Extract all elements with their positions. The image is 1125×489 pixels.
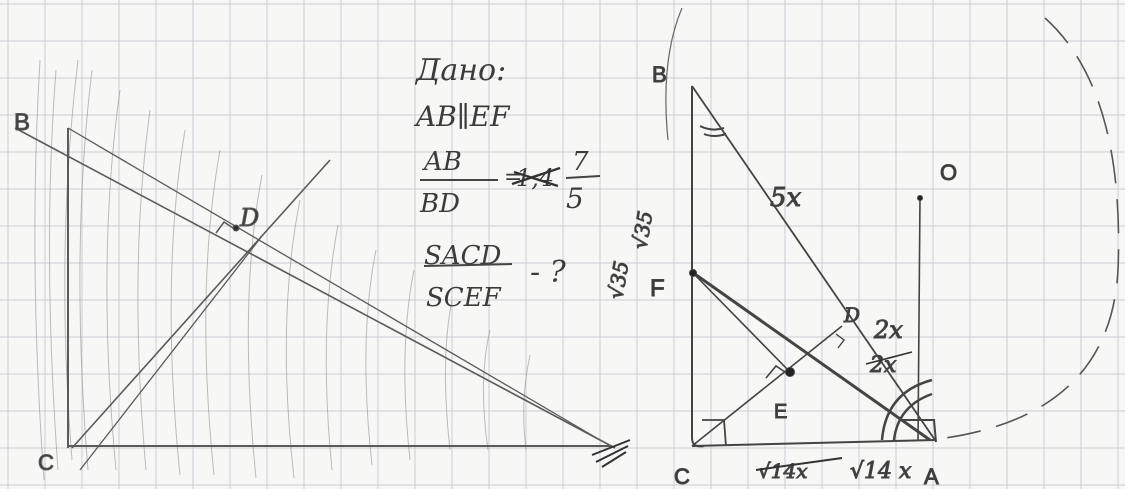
find-suffix: - ?	[530, 255, 567, 290]
left-right-angle-mark	[215, 220, 237, 234]
label-sqrt35-upper: √35	[627, 209, 657, 251]
left-cd-line-2	[79, 235, 263, 471]
label-b: B	[652, 62, 667, 87]
label-o: O	[940, 160, 957, 185]
fraction-bar	[565, 175, 601, 179]
right-angle-d	[835, 333, 845, 349]
point-f	[689, 269, 697, 277]
label-c: C	[674, 464, 690, 489]
right-angle-c	[702, 419, 727, 447]
label-sqrt35-lower: √35	[603, 259, 633, 301]
label-e: E	[774, 401, 787, 423]
ratio-equals: =	[504, 165, 522, 190]
left-ba-line-2	[67, 127, 601, 441]
label-5x: 5x	[770, 183, 802, 213]
segment-fe	[691, 271, 791, 373]
angle-mark-b-2	[703, 133, 727, 137]
left-label-b: B	[14, 109, 30, 136]
find-denominator: SCEF	[426, 283, 502, 313]
ratio-denominator: BD	[419, 189, 460, 219]
label-a: A	[924, 464, 939, 489]
strike-mark	[511, 166, 561, 188]
scribble-mark	[591, 439, 631, 468]
radius-oa	[917, 197, 921, 441]
left-point-d	[232, 224, 240, 232]
point-e	[785, 367, 795, 377]
find-bar	[423, 263, 513, 267]
angle-mark-a-2	[892, 392, 933, 441]
label-ca: √14 x	[850, 459, 912, 484]
fraction-numerator: 7	[572, 147, 589, 177]
given-heading: Дано:	[414, 53, 506, 88]
fraction-denominator: 5	[566, 182, 584, 215]
ratio-numerator: AB	[422, 147, 462, 177]
strike-ca	[755, 457, 843, 471]
left-ba-line	[14, 127, 616, 449]
right-figure: B C A F E D O 5x 2x 2x √14 x √14x √35 √3…	[603, 7, 1120, 489]
point-o	[917, 195, 923, 201]
right-angle-a	[900, 419, 937, 443]
label-d: D	[843, 303, 860, 327]
dashed-arc	[929, 17, 1120, 441]
strike-2x	[865, 351, 913, 365]
label-2x: 2x	[873, 316, 903, 344]
angle-mark-a	[880, 378, 933, 441]
side-ca	[691, 439, 936, 447]
given-block: Дано: AB∥EF AB BD = 1,4 7 5 SACD SCEF - …	[413, 53, 601, 313]
side-ba	[691, 85, 936, 441]
arc-start	[665, 7, 683, 141]
label-ca-struck: √14x	[758, 459, 807, 483]
label-f: F	[650, 275, 665, 302]
right-angle-e	[765, 364, 789, 379]
left-cd-line	[71, 159, 331, 449]
angle-mark-b	[699, 125, 725, 131]
left-label-d: D	[239, 204, 259, 232]
left-figure: B C D	[14, 59, 631, 481]
segment-cd	[691, 325, 843, 447]
given-parallel: AB∥EF	[413, 100, 511, 133]
left-label-c: C	[38, 450, 54, 475]
